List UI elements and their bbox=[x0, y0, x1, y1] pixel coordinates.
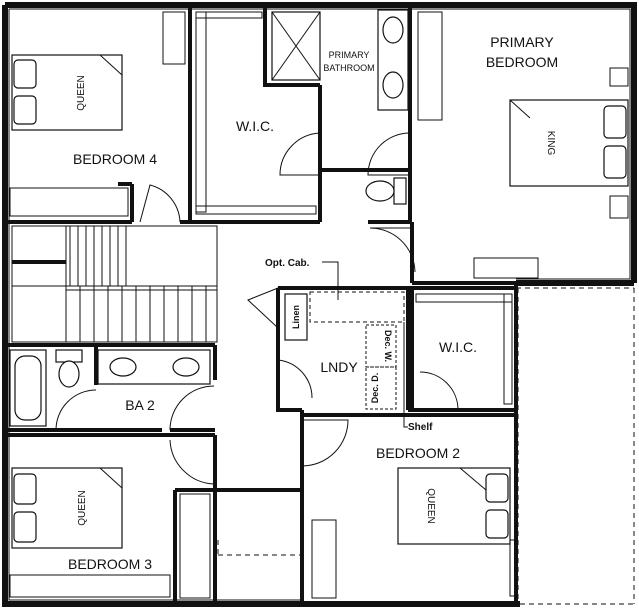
inner-exterior-lines bbox=[8, 8, 631, 601]
interior-walls bbox=[5, 5, 518, 604]
bed-label-bedroom3: QUEEN bbox=[77, 490, 88, 526]
staircase bbox=[11, 225, 218, 343]
ba2-vanity bbox=[97, 349, 211, 385]
room-label-ba2: BA 2 bbox=[125, 397, 155, 413]
label-dec-w: Dec. W. bbox=[383, 330, 393, 362]
bedroom4-closet bbox=[9, 11, 186, 217]
doors bbox=[55, 132, 459, 485]
bed-bedroom3: QUEEN bbox=[11, 467, 123, 549]
linen-closet bbox=[284, 293, 308, 341]
room-label-primary-bathroom-1: PRIMARY bbox=[329, 50, 370, 60]
bathtub bbox=[9, 349, 47, 427]
room-label-bedroom2: BEDROOM 2 bbox=[376, 445, 460, 461]
primary-bedroom-furniture bbox=[417, 11, 629, 279]
room-label-primary-bathroom-2: BATHROOM bbox=[323, 63, 374, 73]
label-shelf: Shelf bbox=[408, 422, 433, 433]
primary-vanity bbox=[377, 9, 409, 111]
leader-shelf bbox=[403, 322, 408, 428]
primary-toilet bbox=[365, 177, 407, 205]
bed-primary: KING bbox=[509, 99, 629, 187]
leader-opt-cab bbox=[322, 261, 339, 300]
room-label-primary-bedroom-1: PRIMARY bbox=[490, 34, 554, 50]
shower bbox=[271, 11, 321, 81]
bedroom2-furniture bbox=[311, 519, 517, 599]
wic2-shelves bbox=[415, 293, 513, 405]
room-label-primary-bedroom-2: BEDROOM bbox=[486, 54, 558, 70]
room-label-lndy: LNDY bbox=[320, 359, 358, 375]
bed-label-primary: KING bbox=[545, 131, 556, 156]
room-label-bedroom3: BEDROOM 3 bbox=[68, 556, 152, 572]
washer-dryer bbox=[309, 291, 405, 410]
ba2-toilet bbox=[55, 349, 83, 388]
bed-label-bedroom2: QUEEN bbox=[425, 488, 436, 524]
wic-primary-shelves bbox=[195, 11, 317, 215]
room-label-wic2: W.I.C. bbox=[439, 339, 477, 355]
bed-label-bedroom4: QUEEN bbox=[76, 75, 87, 111]
bedroom3-closet bbox=[9, 493, 211, 599]
bed-bedroom2: QUEEN bbox=[397, 467, 511, 545]
label-dec-d: Dec. D. bbox=[370, 373, 380, 404]
room-label-wic-primary: W.I.C. bbox=[236, 118, 274, 134]
label-linen: Linen bbox=[291, 305, 301, 329]
room-label-bedroom4: BEDROOM 4 bbox=[73, 151, 157, 167]
label-opt-cab: Opt. Cab. bbox=[265, 258, 310, 269]
bed-bedroom4: QUEEN bbox=[11, 54, 123, 131]
